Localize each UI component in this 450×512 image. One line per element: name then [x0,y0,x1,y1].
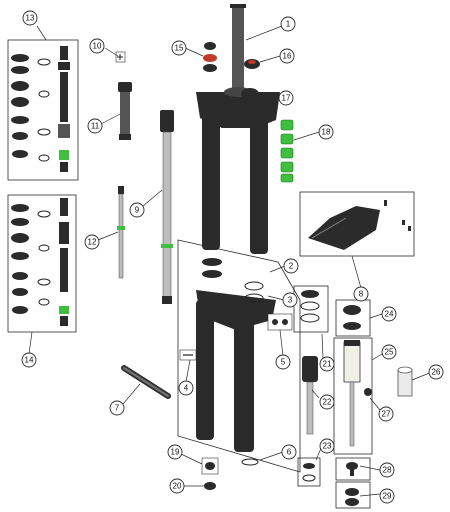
part-1-crown-steerer-assembly [196,4,280,254]
part-2-lower-legs [177,239,301,473]
callout-24: 24 [381,306,397,322]
svg-text:21: 21 [323,360,332,369]
svg-text:25: 25 [385,348,394,357]
part-14-seal-kit [7,194,77,333]
callout-1: 1 [280,16,296,32]
svg-text:23: 23 [323,442,332,451]
svg-text:11: 11 [91,122,100,131]
svg-text:18: 18 [322,128,331,137]
svg-text:15: 15 [175,44,184,53]
callout-6: 6 [281,444,297,460]
part-13-seal-kit [7,39,79,181]
svg-text:27: 27 [382,410,391,419]
part-7-axle [121,365,171,399]
part-29-cap [335,481,371,509]
part-21-damper-parts [293,285,329,333]
part-3-seals [244,281,264,303]
callout-3: 3 [282,292,298,308]
callout-25: 25 [381,344,397,360]
svg-text:29: 29 [383,492,392,501]
part-22-damper-shaft [302,356,318,435]
svg-text:3: 3 [288,296,293,305]
svg-text:2: 2 [289,262,294,271]
part-15-cap [203,42,217,72]
callout-14: 14 [21,352,37,368]
callout-9: 9 [129,202,145,218]
callout-28: 28 [379,462,395,478]
callout-11: 11 [87,118,103,134]
part-27-ring [364,388,372,396]
part-19-knob [201,457,219,475]
part-11-damper-cartridge [118,82,132,140]
svg-text:7: 7 [115,404,120,413]
part-12-shaft [117,186,125,279]
callout-18: 18 [318,124,334,140]
callout-22: 22 [319,394,335,410]
callout-10: 10 [89,38,105,54]
svg-text:17: 17 [282,94,291,103]
part-4-bolt-kit [179,349,197,361]
svg-text:13: 13 [26,14,35,23]
part-20-knob [204,482,216,490]
callout-16: 16 [279,48,295,64]
svg-text:1: 1 [286,20,291,29]
svg-text:8: 8 [359,290,364,299]
part-18-volume-spacers [280,119,294,183]
svg-text:26: 26 [432,368,441,377]
leader-lines [28,25,433,497]
callout-17: 17 [278,90,294,106]
part-8-fender [299,191,415,257]
part-17-top-cap [241,88,259,100]
callout-27: 27 [378,406,394,422]
callout-26: 26 [428,364,444,380]
callout-19: 19 [167,444,183,460]
callout-20: 20 [169,478,185,494]
svg-text:20: 20 [173,482,182,491]
svg-text:5: 5 [281,358,286,367]
callout-13: 13 [22,10,38,26]
part-24-air-piston [335,299,371,337]
callout-5: 5 [275,354,291,370]
svg-text:10: 10 [93,42,102,51]
callout-7: 7 [109,400,125,416]
svg-text:6: 6 [287,448,292,457]
callout-12: 12 [84,234,100,250]
svg-text:22: 22 [323,398,332,407]
callout-8: 8 [353,286,369,302]
callout-23: 23 [319,438,335,454]
svg-text:16: 16 [283,52,292,61]
part-9-spring-cartridge [160,110,174,304]
part-23-bottom-out [297,457,321,487]
part-10-screw [115,51,126,63]
part-26-sleeve [397,366,413,397]
svg-text:9: 9 [135,206,140,215]
part-28-valve [335,457,371,481]
callout-29: 29 [379,488,395,504]
svg-text:28: 28 [383,466,392,475]
part-16-cap [244,59,260,69]
svg-text:24: 24 [385,310,394,319]
svg-text:19: 19 [171,448,180,457]
callout-4: 4 [178,380,194,396]
callout-21: 21 [319,356,335,372]
svg-text:4: 4 [184,384,189,393]
svg-text:14: 14 [25,356,34,365]
svg-text:12: 12 [88,238,97,247]
part-5-bushing-bolts [267,313,293,331]
callout-2: 2 [283,258,299,274]
part-25-air-spring [333,337,373,455]
callout-15: 15 [171,40,187,56]
